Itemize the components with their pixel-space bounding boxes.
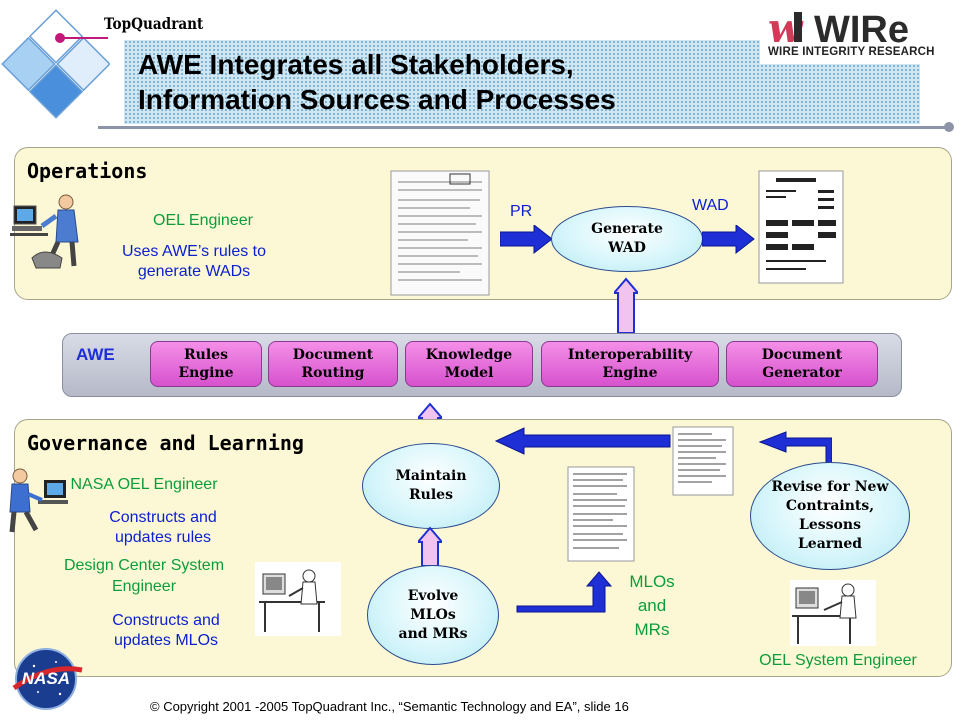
title-divider bbox=[98, 126, 950, 129]
module-label: Knowledge bbox=[425, 347, 513, 363]
up-arrow-to-operations-icon bbox=[614, 277, 638, 334]
nasa-oel-engineer-role: NASA OEL Engineer bbox=[70, 476, 218, 493]
mlos-and-mrs-label: MLOs and MRs bbox=[612, 570, 692, 642]
design-center-role-line-2: Engineer bbox=[111, 578, 177, 595]
operations-title: Operations bbox=[27, 159, 148, 183]
logo-subtitle: WIRE INTEGRITY RESEARCH bbox=[768, 46, 935, 58]
wad-document-icon bbox=[758, 170, 844, 284]
module-label: Engine bbox=[178, 365, 234, 381]
back-to-maintain-arrow-icon bbox=[494, 427, 671, 455]
design-center-description-line-1: Constructs and bbox=[112, 612, 220, 629]
design-center-role-line-1: Design Center System bbox=[63, 557, 225, 574]
engineer-at-computer-icon bbox=[10, 194, 79, 269]
lessons-document-icon bbox=[672, 426, 734, 496]
module-label: Model bbox=[444, 365, 494, 381]
pr-arrow-icon bbox=[500, 225, 553, 255]
mlos-label-line-1: MLOs bbox=[629, 572, 675, 591]
oel-system-engineer-icon bbox=[790, 580, 876, 646]
operations-description-line-1: Uses AWE’s rules to bbox=[121, 243, 267, 260]
system-engineer-at-desk-icon bbox=[255, 562, 341, 636]
pr-label: PR bbox=[510, 203, 533, 220]
operations-description: Uses AWE’s rules to generate WADs bbox=[104, 242, 284, 282]
nasa-engineer-description: Constructs and updates rules bbox=[78, 508, 248, 548]
svg-text:NASA: NASA bbox=[22, 669, 70, 688]
brand-name: TopQuadrant bbox=[104, 14, 204, 33]
nasa-engineer-at-computer-icon bbox=[9, 468, 68, 533]
title-divider-dot bbox=[944, 122, 954, 132]
mlos-label-line-3: MRs bbox=[634, 620, 670, 639]
copyright-footer: © Copyright 2001 -2005 TopQuadrant Inc.,… bbox=[150, 699, 629, 714]
generate-wad-line-1: Generate bbox=[591, 221, 663, 237]
up-arrow-to-maintain-icon bbox=[418, 526, 442, 567]
maintain-rules-line-1: Maintain bbox=[395, 468, 467, 484]
revise-line-3: Lessons bbox=[799, 517, 861, 533]
nasa-engineer-description-line-1: Constructs and bbox=[109, 509, 217, 526]
module-label: Document bbox=[292, 347, 374, 363]
module-label: Interoperability bbox=[567, 347, 693, 363]
revise-process[interactable]: Revise for New Contraints, Lessons Learn… bbox=[750, 462, 910, 570]
design-center-engineer-role: Design Center System Engineer bbox=[40, 555, 248, 597]
maintain-rules-line-2: Rules bbox=[409, 487, 453, 503]
wad-arrow-icon bbox=[702, 225, 755, 255]
wire-logo: w WIRe WIRE INTEGRITY RESEARCH bbox=[760, 0, 960, 64]
pr-document-icon bbox=[390, 170, 490, 296]
title-line-2: Information Sources and Processes bbox=[138, 84, 616, 115]
wad-label: WAD bbox=[692, 197, 729, 214]
awe-label: AWE bbox=[76, 345, 115, 364]
mlos-label-line-2: and bbox=[637, 596, 667, 615]
revise-line-2: Contraints, bbox=[785, 498, 875, 514]
revise-line-4: Learned bbox=[797, 536, 863, 552]
module-label: Generator bbox=[762, 365, 842, 381]
nasa-engineer-description-line-2: updates rules bbox=[114, 529, 212, 546]
revise-to-lessons-arrow-icon bbox=[758, 431, 832, 464]
design-center-engineer-description: Constructs and updates MLOs bbox=[78, 611, 254, 651]
mlos-document-icon bbox=[567, 466, 635, 562]
page-title: AWE Integrates all Stakeholders, Informa… bbox=[138, 47, 616, 117]
module-label: Rules bbox=[184, 347, 228, 363]
design-center-description-line-2: updates MLOs bbox=[113, 632, 219, 649]
logo-letters: WIRe bbox=[814, 9, 909, 51]
operations-description-line-2: generate WADs bbox=[137, 263, 251, 280]
module-label: Document bbox=[761, 347, 843, 363]
generate-wad-line-2: WAD bbox=[608, 240, 646, 256]
evolve-to-mlos-arrow-icon bbox=[516, 571, 613, 613]
topquadrant-logo-icon bbox=[1, 9, 110, 119]
module-label: Engine bbox=[602, 365, 658, 381]
evolve-line-3: and MRs bbox=[398, 625, 468, 642]
module-label: Routing bbox=[301, 365, 365, 381]
revise-line-1: Revise for New bbox=[771, 479, 889, 495]
evolve-line-2: MLOs bbox=[410, 606, 456, 623]
title-line-1: AWE Integrates all Stakeholders, bbox=[138, 49, 574, 80]
wire-logo-icon: w WIRe bbox=[768, 8, 909, 52]
evolve-line-1: Evolve bbox=[407, 587, 459, 604]
oel-system-engineer-role: OEL System Engineer bbox=[759, 652, 917, 669]
nasa-logo-icon: NASA bbox=[12, 648, 83, 710]
governance-title: Governance and Learning bbox=[27, 431, 304, 455]
operations-role: OEL Engineer bbox=[153, 212, 253, 229]
